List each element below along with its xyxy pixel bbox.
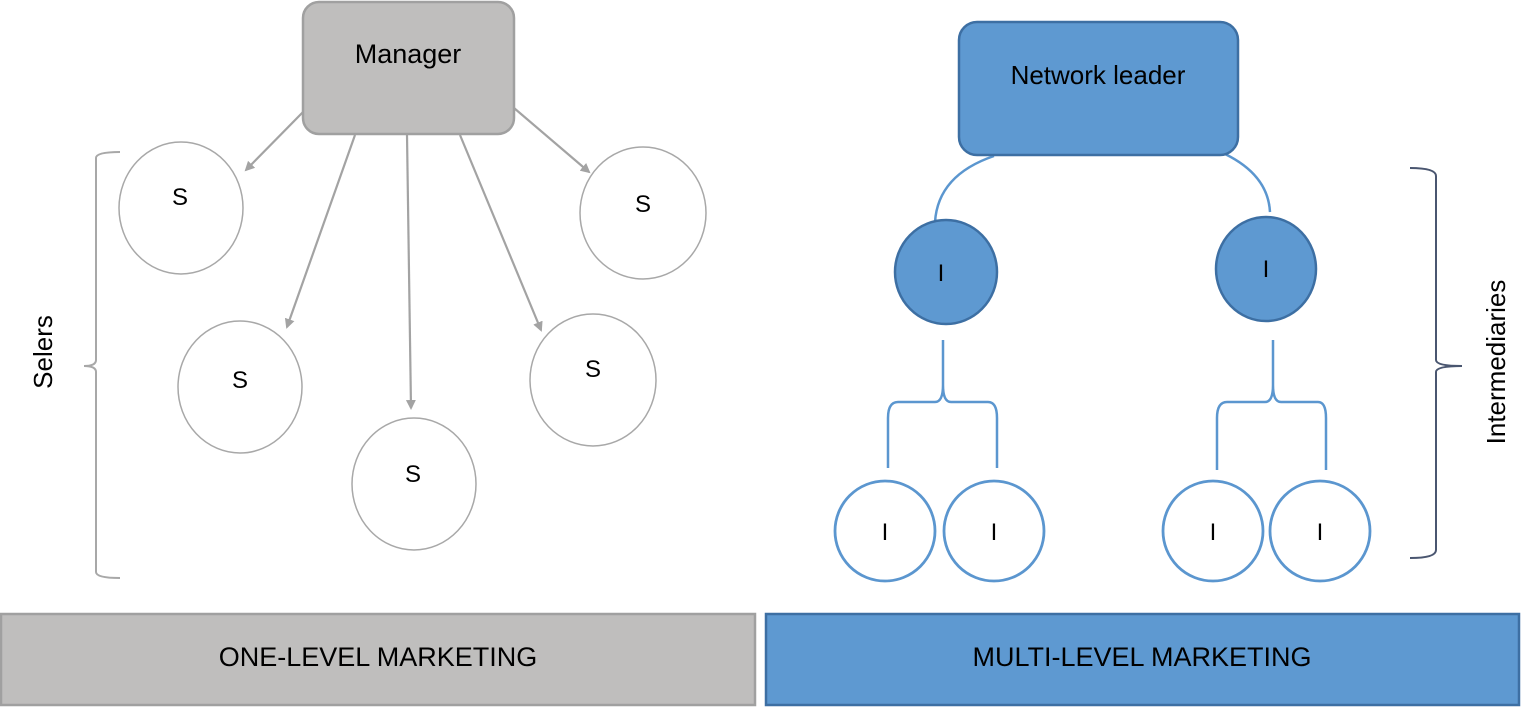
sellers-group-label: Selers	[28, 315, 58, 389]
leader-connectors	[933, 152, 1272, 223]
intermediary-l1-node-2: I	[1214, 215, 1318, 323]
seller-label: S	[405, 461, 421, 488]
intermediary-label: I	[938, 260, 945, 287]
multi-level-footer: MULTI-LEVEL MARKETING	[764, 612, 1521, 707]
multi-level-footer-label: MULTI-LEVEL MARKETING	[972, 642, 1311, 672]
intermediary-label: I	[1317, 519, 1324, 546]
seller-node-5: S	[579, 146, 707, 280]
manager-label: Manager	[355, 39, 462, 69]
intermediaries-bracket	[1409, 167, 1463, 559]
seller-label: S	[585, 356, 601, 383]
level1-nodes: I I	[893, 215, 1318, 326]
arrow-to-seller-4	[458, 134, 543, 332]
intermediary-label: I	[1210, 519, 1217, 546]
one-level-footer-label: ONE-LEVEL MARKETING	[219, 642, 538, 672]
seller-label: S	[232, 367, 248, 394]
manager-node: Manager	[301, 0, 516, 136]
branch-connectors	[886, 340, 1328, 470]
seller-nodes: S S S S S	[118, 141, 707, 551]
intermediary-label: I	[882, 519, 889, 546]
connector-leader-to-i1	[933, 154, 995, 223]
arrow-to-seller-1	[244, 111, 304, 172]
multi-level-diagram: Network leader I I I	[833, 20, 1511, 583]
level2-nodes: I I I I	[833, 479, 1372, 583]
seller-label: S	[172, 184, 188, 211]
sellers-bracket	[83, 151, 121, 579]
arrow-to-seller-5	[513, 107, 591, 174]
seller-node-4: S	[529, 313, 657, 447]
intermediary-label: I	[1263, 256, 1270, 283]
seller-node-1: S	[118, 141, 244, 275]
arrow-to-seller-3	[405, 134, 416, 410]
intermediary-l2-node-2: I	[942, 479, 1046, 583]
one-level-diagram: Manager S S S S S	[28, 0, 707, 579]
one-level-footer: ONE-LEVEL MARKETING	[0, 612, 757, 707]
branch-right	[1215, 340, 1328, 470]
network-leader-node: Network leader	[957, 20, 1240, 157]
intermediary-l2-node-1: I	[833, 479, 937, 583]
manager-arrows	[244, 107, 591, 410]
intermediary-l2-node-3: I	[1161, 479, 1265, 583]
seller-node-2: S	[177, 320, 303, 454]
seller-label: S	[635, 191, 651, 218]
intermediary-l1-node-1: I	[893, 218, 999, 326]
connector-leader-to-i2	[1224, 152, 1272, 213]
network-leader-label: Network leader	[1011, 60, 1186, 90]
intermediary-label: I	[991, 519, 998, 546]
intermediaries-group-label: Intermediaries	[1481, 280, 1511, 445]
arrow-to-seller-2	[284, 134, 357, 329]
seller-node-3: S	[351, 417, 477, 551]
branch-left	[886, 340, 999, 468]
intermediary-l2-node-4: I	[1268, 479, 1372, 583]
